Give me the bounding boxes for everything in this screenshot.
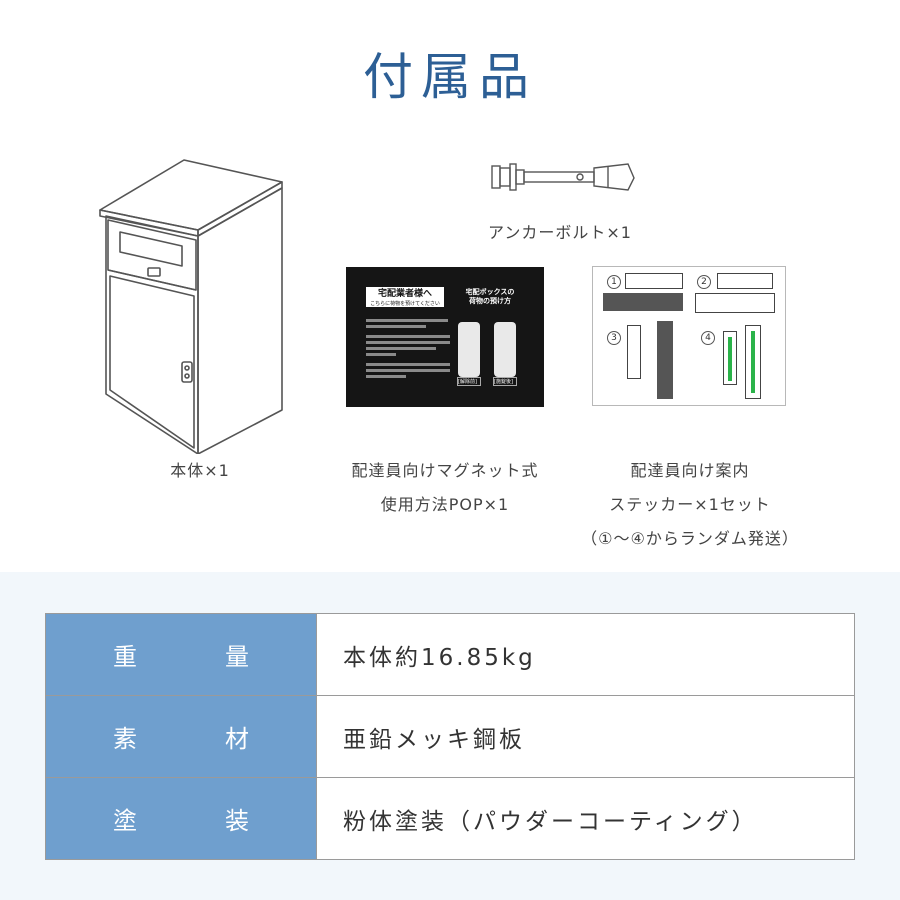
sticker-set-caption-line2: ステッカー×1セット: [609, 495, 771, 514]
pop-header-right-line2: 荷物の預け方: [469, 297, 511, 305]
pop-text-line: [366, 375, 406, 378]
pop-lock-image-right: [494, 322, 516, 377]
pop-text-line: [366, 353, 396, 356]
pop-text-line: [366, 369, 450, 372]
magnet-pop-caption-line2: 使用方法POP×1: [380, 495, 510, 514]
anchor-bolt-illustration: [488, 156, 638, 196]
spec-label-char: 塗: [113, 807, 137, 835]
sticker-1-light: [625, 273, 683, 289]
table-row: 素材 亜鉛メッキ鋼板: [45, 695, 855, 778]
spec-label-material: 素材: [45, 695, 317, 778]
pop-header-right-line1: 宅配ボックスの: [465, 288, 515, 296]
magnet-pop-caption-line1: 配達員向けマグネット式: [351, 461, 539, 480]
pop-text-line: [366, 325, 426, 328]
spec-label-char: 素: [113, 725, 137, 753]
sticker-1-dark: [603, 293, 683, 311]
sticker-green-stripe: [751, 331, 755, 393]
pop-text-line: [366, 363, 450, 366]
sticker-2-green: [695, 293, 775, 313]
pop-lock-image-left: [458, 322, 480, 377]
spec-label-char: 重: [113, 643, 137, 671]
sticker-set-caption: 配達員向け案内 ステッカー×1セット （①～④からランダム発送）: [560, 454, 820, 556]
page-title: 付属品: [363, 48, 537, 106]
sticker-number-2: 2: [697, 275, 711, 289]
anchor-bolt-caption: アンカーボルト×1: [488, 223, 632, 242]
anchor-bolt-icon: [491, 163, 635, 191]
spec-label-weight: 重量: [45, 613, 317, 696]
sticker-green-stripe: [728, 337, 732, 381]
sticker-3-light: [627, 325, 641, 379]
magnet-pop-card: 宅配業者様へ こちらに荷物を預けてください 宅配ボックスの 荷物の預け方 [解除…: [346, 267, 544, 407]
spec-value-material: 亜鉛メッキ鋼板: [316, 695, 855, 778]
sticker-3-dark: [657, 321, 673, 399]
pop-text-line: [366, 347, 436, 350]
spec-label-coating: 塗装: [45, 777, 317, 860]
pop-header-left-sub: こちらに荷物を預けてください: [366, 301, 444, 307]
delivery-box-icon: [99, 159, 283, 455]
sticker-set-caption-line3: （①～④からランダム発送）: [581, 529, 799, 548]
spec-label-char: 量: [225, 643, 249, 671]
pop-button-left: [解除前]: [457, 377, 481, 386]
pop-text-line: [366, 319, 448, 322]
pop-text-line: [366, 341, 450, 344]
sticker-2-light: [717, 273, 773, 289]
main-body-caption: 本体×1: [170, 461, 230, 480]
pop-header-right: 宅配ボックスの 荷物の預け方: [454, 288, 526, 306]
spec-value-coating: 粉体塗装（パウダーコーティング）: [316, 777, 855, 860]
sticker-number-4: 4: [701, 331, 715, 345]
pop-header-left: 宅配業者様へ: [366, 287, 444, 301]
sticker-set-sheet: 1 2 3 4: [592, 266, 786, 406]
table-row: 塗装 粉体塗装（パウダーコーティング）: [45, 777, 855, 860]
main-body-illustration: [96, 158, 296, 455]
sticker-number-1: 1: [607, 275, 621, 289]
spec-label-char: 装: [225, 807, 249, 835]
sticker-set-caption-line1: 配達員向け案内: [630, 461, 750, 480]
spec-table: 重量 本体約16.85kg 素材 亜鉛メッキ鋼板 塗装 粉体塗装（パウダーコーテ…: [45, 613, 855, 860]
spec-value-weight: 本体約16.85kg: [316, 613, 855, 696]
pop-button-right: [施錠後]: [493, 377, 517, 386]
magnet-pop-caption: 配達員向けマグネット式 使用方法POP×1: [320, 454, 570, 522]
sticker-number-3: 3: [607, 331, 621, 345]
pop-text-line: [366, 335, 450, 338]
spec-label-char: 材: [225, 725, 249, 753]
table-row: 重量 本体約16.85kg: [45, 613, 855, 696]
